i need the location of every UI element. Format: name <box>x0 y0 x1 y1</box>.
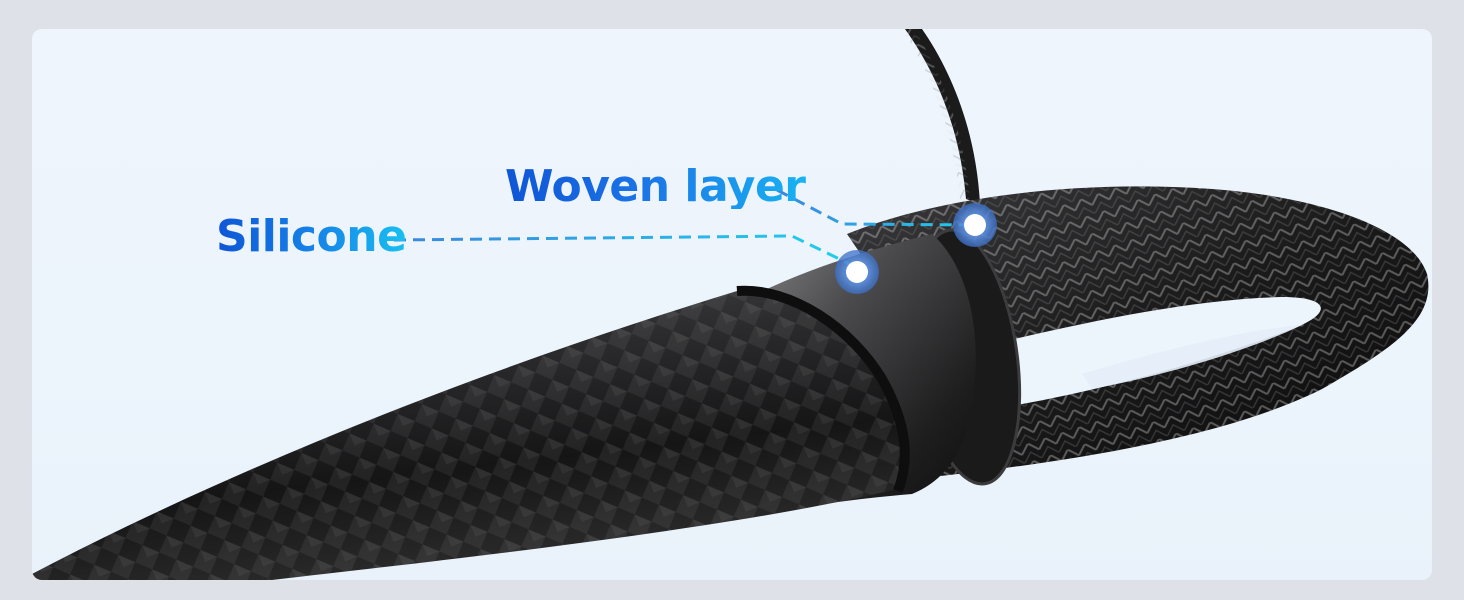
woven-layer-marker-dot <box>953 203 997 247</box>
silicone-leader-line <box>393 234 861 271</box>
silicone-marker-dot <box>835 250 879 294</box>
silicone-label: Silicone <box>216 211 407 262</box>
thin-cable-strand <box>905 29 980 204</box>
braided-cable-illustration <box>32 29 1429 580</box>
product-image-card: Woven layer Silicone <box>32 29 1432 580</box>
woven-layer-label: Woven layer <box>505 161 806 212</box>
woven-layer-leader-line <box>776 188 981 227</box>
